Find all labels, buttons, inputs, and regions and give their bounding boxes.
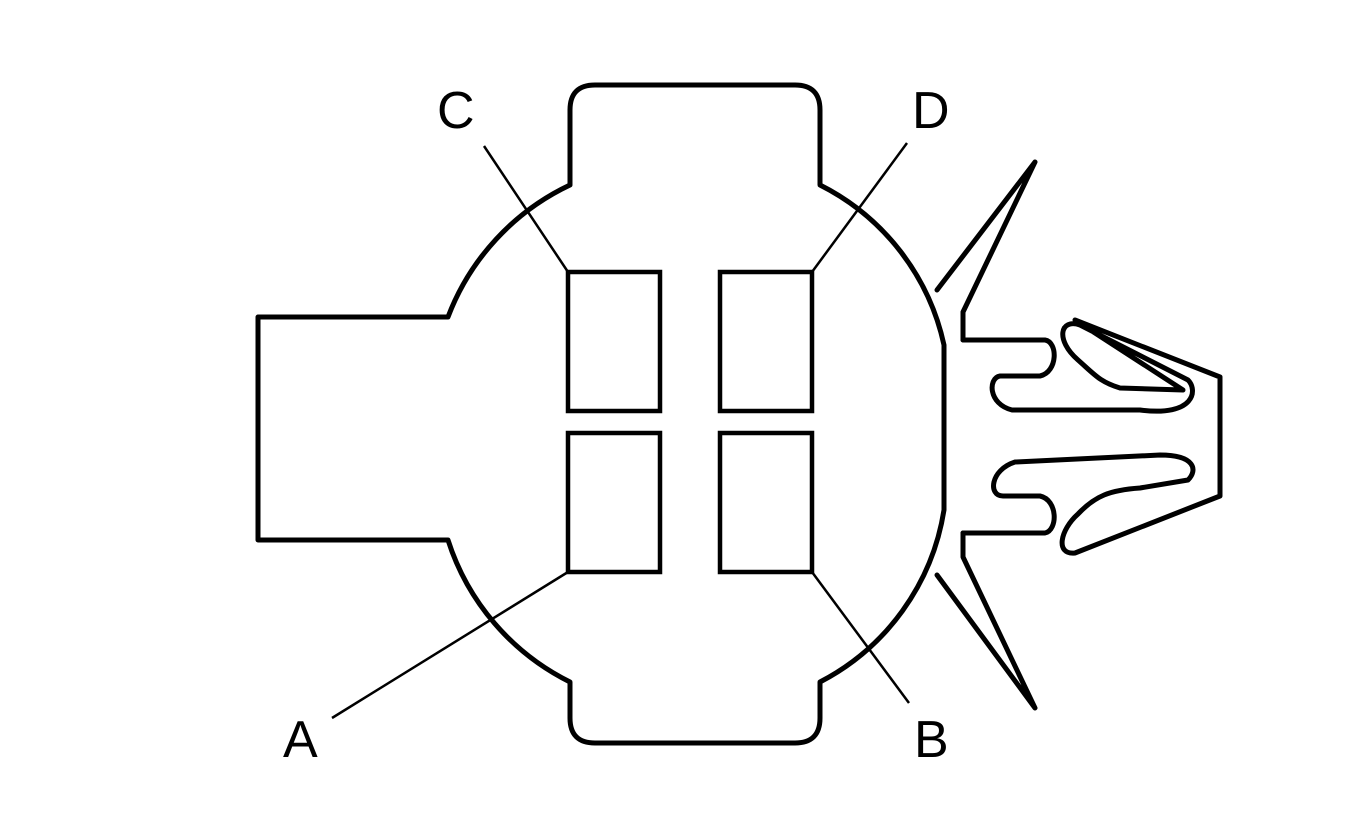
leader-line-a — [331, 570, 569, 720]
leader-line-c — [482, 145, 570, 273]
cavity-c — [565, 269, 663, 414]
connector-body-outline — [255, 82, 947, 746]
pin-label-a: A — [283, 711, 318, 769]
cavity-d — [717, 269, 815, 414]
cavity-b — [717, 430, 815, 575]
pin-label-b: B — [914, 711, 949, 769]
pin-label-d: D — [912, 82, 950, 140]
cavity-a — [565, 430, 663, 575]
leader-line-b — [810, 571, 911, 704]
leader-line-d — [810, 142, 909, 273]
pin-label-c: C — [437, 82, 475, 140]
lower-barb — [934, 530, 1038, 711]
upper-barb — [934, 159, 1038, 343]
mounting-clip — [960, 317, 1223, 556]
